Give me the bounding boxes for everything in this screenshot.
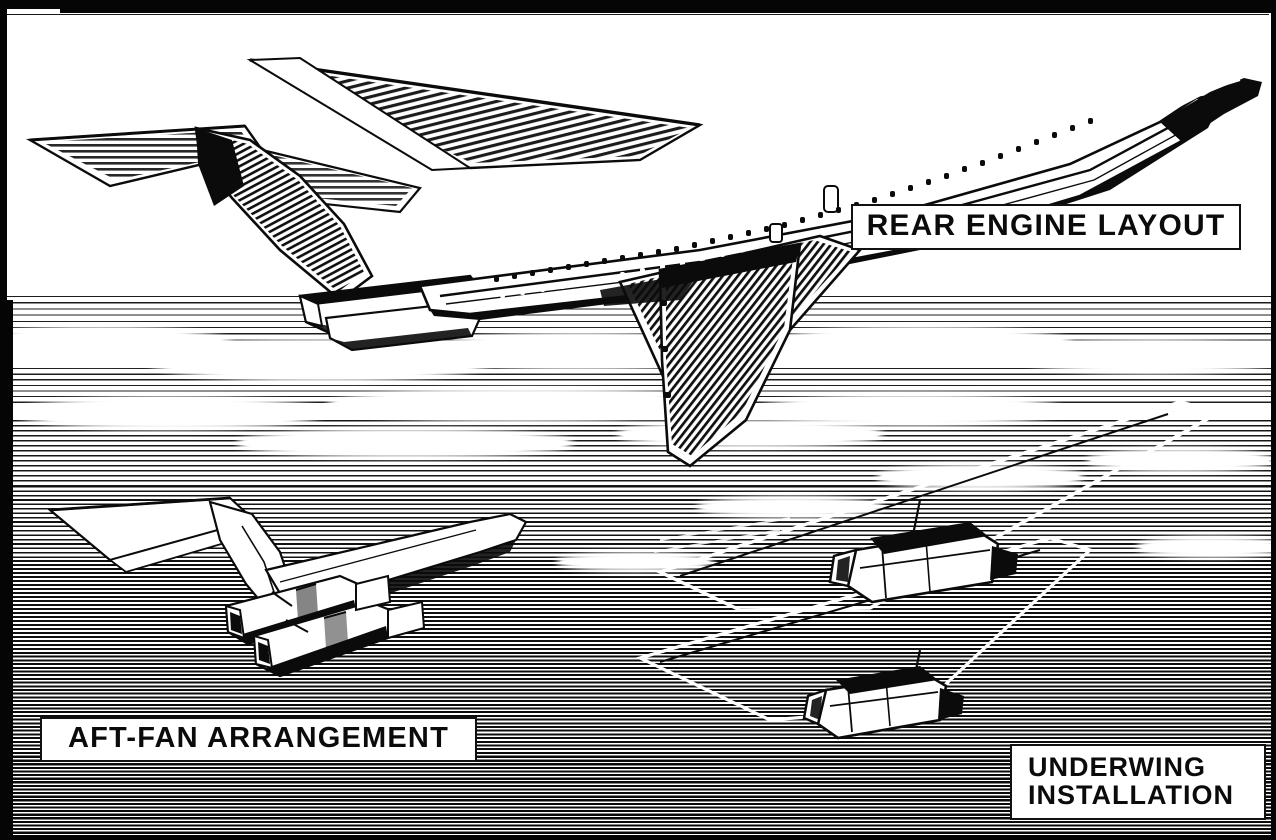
left-wing xyxy=(246,56,704,172)
cloud-shape xyxy=(1020,344,1276,370)
cloud-shape xyxy=(700,500,880,514)
aft-fan-nacelle-upper xyxy=(224,574,360,646)
scan-edge-right xyxy=(1271,0,1276,840)
underwing-wing-upper xyxy=(655,400,1225,612)
label-underwing-installation: UNDERWING INSTALLATION xyxy=(1010,744,1266,820)
rear-engine-airliner xyxy=(25,56,1262,468)
label-aft-fan-arrangement: AFT-FAN ARRANGEMENT xyxy=(40,717,477,762)
aft-fan-exhaust xyxy=(355,574,426,640)
cabin-window-row xyxy=(494,118,1093,298)
label-underwing-installation-line2: INSTALLATION xyxy=(1028,780,1234,810)
cloud-shape xyxy=(1140,540,1276,554)
cloud-shape xyxy=(240,432,570,454)
vertical-fin xyxy=(194,126,374,302)
scan-rule-upper xyxy=(7,14,1269,15)
underwing-engine-pod-lower xyxy=(802,666,964,740)
cloud-shape xyxy=(560,556,710,568)
scan-edge-left-lower xyxy=(0,300,13,840)
aft-fan-pylon xyxy=(271,591,309,633)
wing-root-fairing xyxy=(600,272,700,306)
label-rear-engine-layout-text: REAR ENGINE LAYOUT xyxy=(866,209,1226,243)
cloud-shape xyxy=(330,392,710,418)
scan-edge-bottom xyxy=(0,835,1276,840)
label-aft-fan-arrangement-text: AFT-FAN ARRANGEMENT xyxy=(68,722,449,755)
cloud-shape xyxy=(1090,452,1270,468)
cloud-shape xyxy=(760,398,1060,422)
underwing-fuselage-edge xyxy=(653,517,791,553)
aft-fan-airliner xyxy=(40,480,600,710)
scan-edge-top-secondary xyxy=(60,0,1276,13)
aft-fan-nacelle-lower xyxy=(252,600,392,678)
underwing-engine-pod-upper xyxy=(828,522,1018,604)
cloud-shape xyxy=(770,330,1070,358)
underwing-airliner xyxy=(620,390,1276,790)
fuselage-door xyxy=(769,185,839,243)
aft-fan-fin xyxy=(208,500,298,622)
label-rear-engine-layout: REAR ENGINE LAYOUT xyxy=(851,204,1241,250)
nose-cockpit xyxy=(1160,78,1262,142)
label-underwing-installation-line1: UNDERWING xyxy=(1028,751,1207,782)
cloud-shape xyxy=(20,400,320,426)
